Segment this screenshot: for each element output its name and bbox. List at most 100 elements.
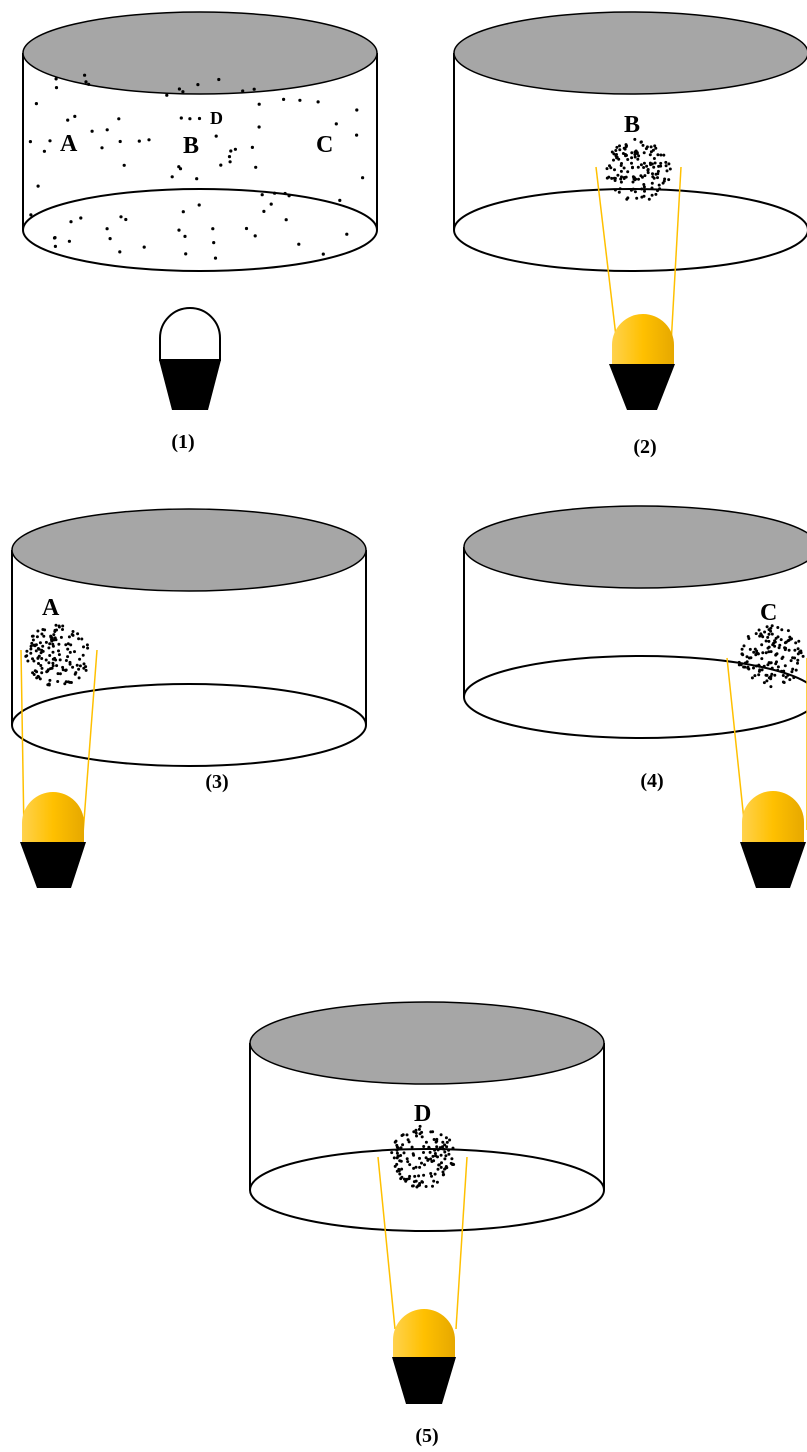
particle-dot	[662, 153, 666, 157]
particle-dot	[742, 665, 746, 669]
particle-dot	[781, 655, 785, 659]
particle-dot	[445, 1166, 449, 1170]
particle-dot	[42, 149, 47, 153]
particle-dot	[613, 179, 617, 182]
particle-dot	[117, 117, 121, 121]
particle-dot	[241, 89, 245, 93]
particle-dot	[438, 1146, 442, 1150]
particle-dot	[418, 1183, 421, 1187]
particle-dot	[613, 188, 617, 192]
particle-dot	[789, 659, 793, 663]
particle-dot	[653, 144, 657, 148]
particle-dot	[44, 658, 48, 662]
particle-dot	[82, 666, 86, 670]
particle-dot	[657, 164, 661, 168]
particle-dot	[137, 139, 141, 143]
scattered-particles	[28, 73, 365, 260]
particle-dot	[661, 181, 665, 185]
particle-dot	[179, 116, 183, 120]
particle-dot	[444, 1136, 448, 1140]
particle-dot	[642, 161, 646, 165]
particle-dot	[633, 137, 637, 141]
particle-dot	[770, 624, 774, 628]
particle-dot	[51, 650, 55, 654]
particle-dot	[408, 1174, 412, 1178]
container-lid	[11, 508, 367, 592]
particle-dot	[48, 678, 52, 682]
particle-dot	[762, 681, 766, 685]
particle-dot	[170, 175, 174, 179]
particle-dot	[432, 1159, 436, 1163]
particle-dot	[67, 239, 71, 243]
particle-dot	[435, 1137, 439, 1141]
particle-dot	[760, 668, 764, 672]
particle-dot	[431, 1184, 434, 1188]
particle-dot	[37, 662, 40, 665]
particle-dot	[40, 671, 44, 675]
particle-dot	[284, 218, 288, 222]
particle-dot	[614, 149, 618, 152]
particle-dot	[444, 1154, 448, 1158]
particle-dot	[767, 632, 771, 636]
particle-dot	[664, 160, 668, 164]
container-lid	[249, 1001, 605, 1085]
particle-dot	[212, 241, 216, 245]
particle-dot	[399, 1159, 403, 1163]
particle-dot	[197, 203, 201, 207]
label-c: C	[316, 132, 333, 158]
particle-dot	[37, 647, 41, 651]
particle-dot	[784, 675, 788, 679]
particle-dot	[78, 664, 82, 668]
particle-dot	[195, 177, 199, 181]
cluster-label-a: A	[42, 595, 60, 621]
particle-dot	[801, 654, 805, 658]
particle-dot	[667, 162, 671, 166]
particle-dot	[188, 117, 192, 121]
particle-dot	[642, 194, 646, 198]
particle-dot	[764, 639, 768, 643]
particle-dot	[439, 1153, 443, 1157]
particle-dot	[663, 177, 667, 181]
particle-dot	[253, 234, 257, 238]
particle-dot	[105, 227, 109, 231]
particle-dot	[262, 209, 266, 213]
particle-dot	[633, 190, 637, 194]
panel-1: A B C D (1)	[22, 11, 378, 453]
particle-dot	[645, 164, 649, 168]
particle-dot	[634, 149, 638, 153]
particle-dot	[227, 155, 232, 159]
particle-dot	[767, 650, 771, 654]
particle-dot	[782, 669, 786, 673]
particle-dot	[747, 637, 751, 640]
particle-dot	[414, 1165, 418, 1169]
particle-dot	[439, 1165, 443, 1169]
particle-dot	[656, 172, 660, 176]
particle-dot	[615, 156, 619, 160]
particle-dot	[436, 1148, 440, 1152]
particle-dot	[64, 643, 68, 647]
container-4	[463, 505, 807, 739]
particle-dot	[631, 180, 635, 184]
particle-dot	[54, 623, 58, 627]
particle-dot	[440, 1161, 443, 1165]
particle-dot	[443, 1150, 447, 1154]
particle-dot	[656, 169, 660, 173]
particle-dot	[428, 1150, 432, 1154]
particle-dot	[81, 653, 85, 657]
particle-dot	[75, 663, 79, 667]
particle-dot	[413, 1174, 417, 1178]
particle-dot	[651, 175, 655, 179]
particle-dot	[25, 654, 29, 658]
particle-dot	[412, 1130, 416, 1134]
particle-dot	[84, 80, 88, 84]
particle-dot	[783, 664, 787, 668]
particle-dot	[776, 665, 780, 669]
particle-dot	[451, 1162, 455, 1166]
particle-dot	[36, 184, 40, 188]
particle-dot	[61, 628, 64, 631]
particle-dot	[798, 650, 802, 654]
particle-dot	[49, 634, 53, 638]
particle-dot	[394, 1139, 398, 1143]
particle-dot	[52, 236, 57, 240]
particle-dot	[764, 651, 768, 655]
